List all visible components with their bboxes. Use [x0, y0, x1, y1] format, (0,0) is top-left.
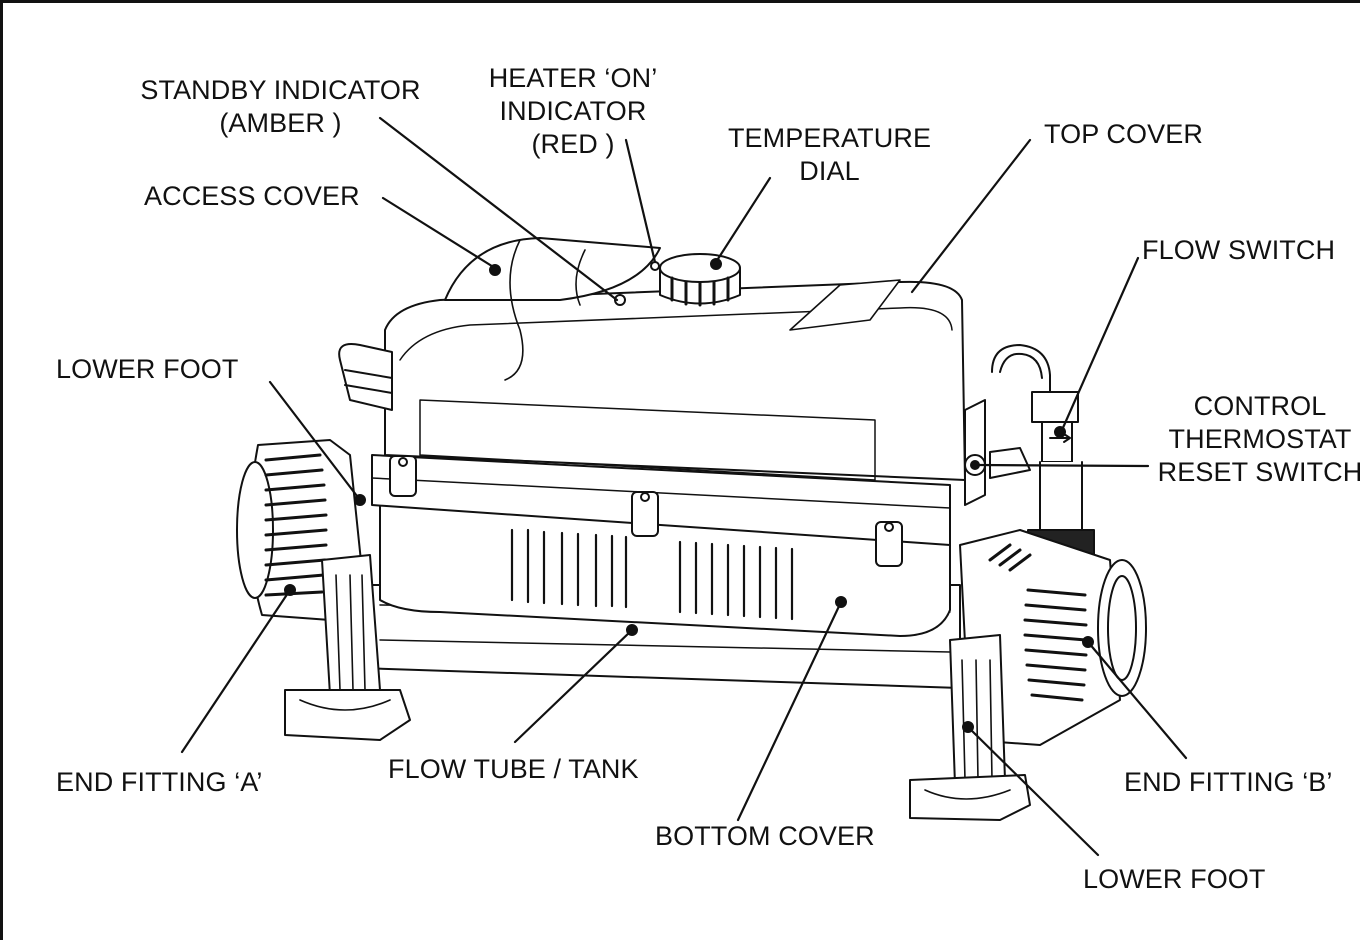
label-standby-indicator: STANDBY INDICATOR (AMBER ): [140, 75, 421, 138]
label-temperature-dial: TEMPERATURE DIAL: [727, 123, 932, 186]
leader-end-fitting-b: [1086, 640, 1188, 760]
leader-end-fitting-a: [180, 588, 292, 754]
bottom-cover: [379, 504, 951, 637]
label-end-fitting-b: END FITTING ‘B’: [1124, 767, 1333, 797]
label-lower-foot-left: LOWER FOOT: [56, 354, 239, 384]
label-heater-on-indicator: HEATER ‘ON’ INDICATOR (RED ): [488, 63, 658, 159]
leader-lower-foot-right: [966, 725, 1100, 857]
leader-standby: [378, 116, 619, 302]
flow-switch-assembly: [964, 344, 1095, 561]
leader-flow-tube: [513, 628, 634, 744]
lower-foot-left: [284, 494, 411, 741]
leader-heater-on: [624, 138, 657, 264]
access-cover: [444, 237, 661, 381]
leader-bottom-cover: [736, 600, 843, 822]
leader-flow-switch: [1060, 256, 1140, 432]
leader-reset: [976, 463, 1150, 468]
label-access-cover: ACCESS COVER: [144, 181, 360, 211]
label-lower-foot-right: LOWER FOOT: [1083, 864, 1266, 894]
leader-access-cover: [381, 196, 497, 270]
lower-foot-right: [909, 634, 1031, 821]
leader-lines: [180, 116, 1188, 857]
leader-temperature: [714, 176, 772, 264]
leader-top-cover: [910, 138, 1032, 294]
top-cover: [384, 279, 966, 481]
label-flow-switch: FLOW SWITCH: [1142, 235, 1336, 265]
label-end-fitting-a: END FITTING ‘A’: [56, 767, 263, 797]
clamp-band: [371, 454, 951, 567]
temperature-dial-drawing: [659, 253, 741, 307]
label-bottom-cover: BOTTOM COVER: [655, 821, 875, 851]
label-control-thermostat-reset: CONTROL THERMOSTAT RESET SWITCH: [1157, 391, 1360, 487]
leader-lower-foot-left: [268, 380, 362, 502]
cable-gland: [338, 343, 393, 411]
label-flow-tube-tank: FLOW TUBE / TANK: [388, 754, 639, 784]
label-top-cover: TOP COVER: [1044, 119, 1203, 149]
